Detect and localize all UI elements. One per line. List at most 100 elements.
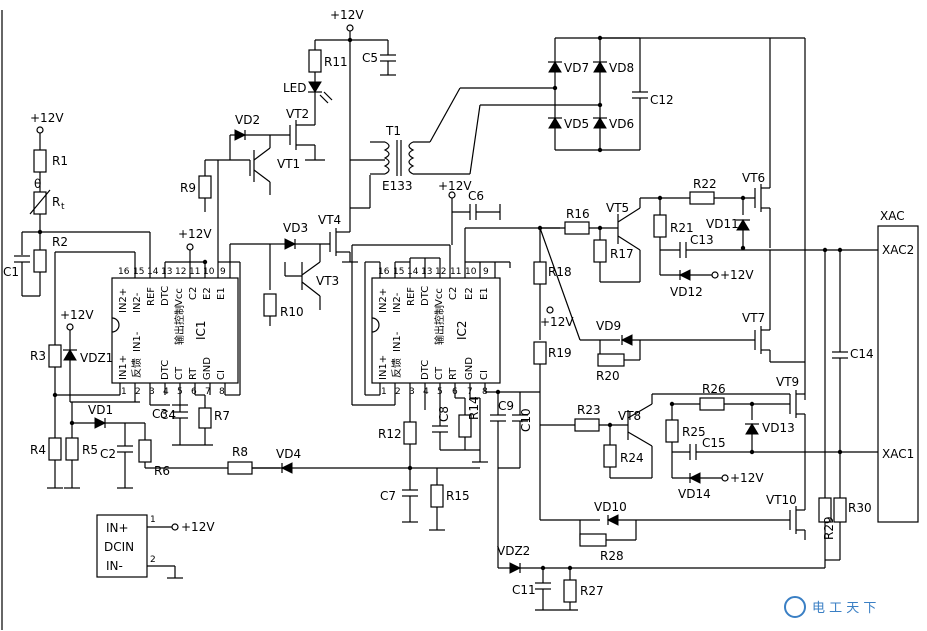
transformer-t1: T1 E133 [370,87,555,193]
label-vt7: VT7 [742,311,765,325]
watermark-logo-icon [784,596,806,618]
vcc-label-vd14: +12V [730,471,764,485]
ic1-chip: IC1 输出控制 反馈 IN2+ IN2- REF DTC Vcc C2 E2 … [111,227,270,446]
ic1-pin-in2m: IN2- [132,292,143,313]
label-led: LED [283,81,307,95]
ic2-num-3: 3 [409,387,415,397]
label-r2: R2 [52,235,68,249]
label-c4: C4 [160,408,176,422]
ic1-num-13: 13 [161,267,172,277]
resistor-r16 [564,221,590,235]
label-r28: R28 [600,549,624,563]
resistor-r20 [597,353,625,367]
resistor-r11 [308,49,322,73]
resistor-r2 [33,249,47,273]
resistor-r21 [653,214,667,238]
ic1-pin-dtc-top: DTC [160,286,171,306]
zener-vdz2 [509,562,522,574]
label-c14: C14 [850,347,874,361]
label-c6: C6 [468,189,484,203]
ic1-pin-dtc: DTC [160,360,171,380]
label-xac2: XAC2 [882,243,914,257]
label-xac1: XAC1 [882,447,914,461]
ic1-num-7: 7 [205,387,211,397]
label-vt4: VT4 [318,213,341,227]
label-r24: R24 [620,451,644,465]
dcin-pin-1: 1 [150,515,156,525]
label-r27: R27 [580,584,604,598]
vcc-label-ic1: +12V [178,227,212,241]
ic1-desc: 输出控制 [173,305,186,345]
ic2-num-12: 12 [435,267,446,277]
label-r26: R26 [702,382,726,396]
ic1-name: IC1 [194,320,208,340]
label-vd9: VD9 [596,319,621,333]
ic1-num-1: 1 [121,387,127,397]
label-xac: XAC [880,209,905,223]
label-t1: T1 [385,124,401,138]
vcc-label-1: +12V [30,111,64,125]
resistor-r9 [198,175,212,199]
dcin-pin-2: 2 [150,555,156,565]
label-vd12: VD12 [670,285,703,299]
label-vt6: VT6 [742,171,765,185]
label-r8: R8 [232,445,248,459]
ic2-pin-dtc-top: DTC [420,286,431,306]
ic1-pin-vcc: Vcc [174,288,185,306]
ic2-pin-in1m: IN1- [392,331,403,352]
label-r20: R20 [596,369,620,383]
bottom-protection: VDZ2 C11 R27 [497,544,825,611]
ic1-num-3: 3 [149,387,155,397]
label-c15: C15 [702,436,726,450]
dcin-connector: IN+ DCIN IN- 1 +12V 2 [96,514,215,579]
ic1-pin-c2: C2 [188,287,199,300]
resistor-r10 [263,293,277,317]
resistor-r30 [833,497,847,523]
ic1-body [111,277,239,384]
resistor-r22 [689,191,715,205]
diode-vd3 [284,238,297,250]
resistor-r23 [574,418,600,432]
label-vd7: VD7 [564,61,589,75]
upper-output-stage: R18 +12V R19 R16 R17 VT5 R21 R22 [533,171,880,521]
watermark-text: 电 工 天 下 [812,601,876,616]
ic1-pin-in1p: IN1+ [118,355,129,380]
diode-vd10 [606,514,619,526]
label-c12: C12 [650,93,674,107]
ic2-chip: IC2 输出控制 反馈 IN2+ IN2- REF DTC Vcc C2 E2 … [351,179,560,420]
label-r6: R6 [154,464,170,478]
label-r4: R4 [30,443,46,457]
label-vd10: VD10 [594,500,627,514]
label-r19: R19 [548,346,572,360]
ic2-pin-gnd: GND [464,357,475,380]
label-vd2: VD2 [235,113,260,127]
ic2-lower-network: R12 C7 R15 C8 R14 C9 [250,392,533,568]
resistor-r4 [48,437,62,461]
ic1-pin-gnd: GND [202,357,213,380]
label-r22: R22 [693,177,717,191]
label-rt: R [52,195,60,209]
label-c9: C9 [498,399,514,413]
label-r14: R14 [467,396,481,420]
zener-vd13 [745,423,759,435]
dcin-body [96,514,148,578]
label-rt-sub: t [61,202,65,212]
resistor-r8 [227,461,253,475]
label-vt2: VT2 [286,107,309,121]
label-c11: C11 [512,583,536,597]
ic2-num-1: 1 [381,387,387,397]
ic2-pin-ref: REF [406,287,417,306]
resistor-r18 [533,261,547,285]
label-vt8: VT8 [618,409,641,423]
ic2-num-13: 13 [421,267,432,277]
label-r25: R25 [682,425,706,439]
left-input-network: +12V R1 θ R t R2 C1 +12V VDZ1 [3,111,170,489]
ic1-pin-ref: REF [146,287,157,306]
ic2-pin-e1: E1 [479,287,490,300]
diode-vd8 [593,61,607,73]
label-vd3: VD3 [283,221,308,235]
label-r30: R30 [848,501,872,515]
label-r17: R17 [610,247,634,261]
label-r9: R9 [180,181,196,195]
label-vt9: VT9 [776,375,799,389]
